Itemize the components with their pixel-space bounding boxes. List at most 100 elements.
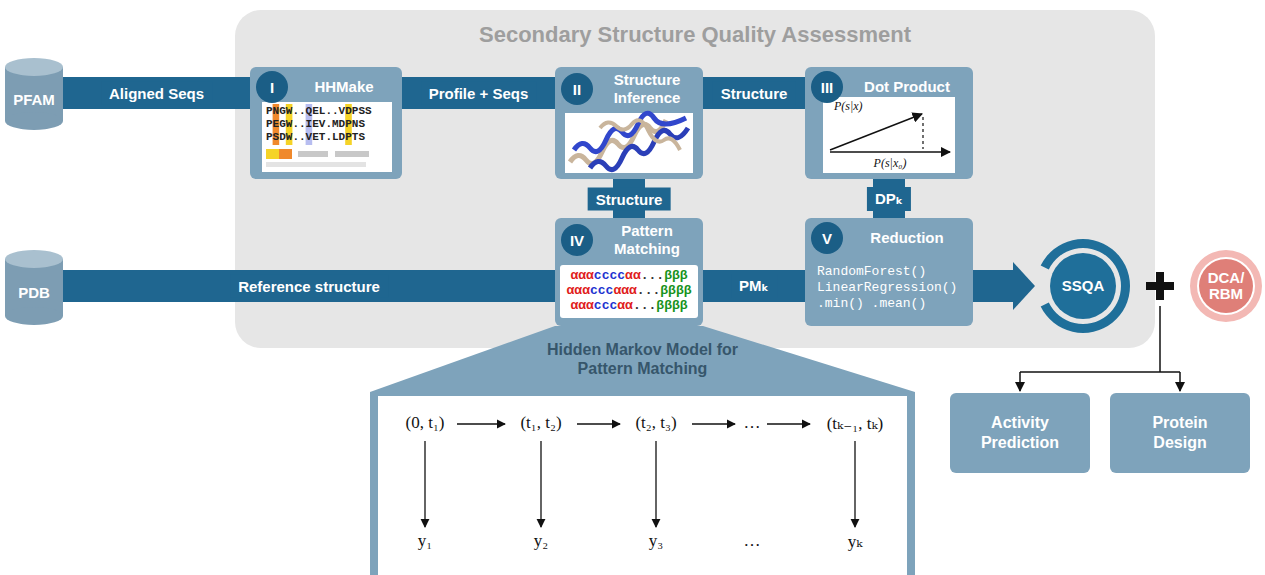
step-title: Structure Inference [593,71,697,107]
pattern-symbol: α [574,283,582,298]
hidden-state: (t₁, t₂) [520,413,561,433]
hmm-panel [378,396,907,575]
process-box: VReductionRandomForest() LinearRegressio… [805,218,973,326]
band [703,270,805,302]
pattern-symbol: α [578,268,586,283]
funnel [370,326,915,575]
band [973,270,1013,302]
transition-arrow [767,423,810,424]
pattern-symbol: c [609,268,617,283]
output-name: Activity Prediction [970,413,1070,453]
emission-arrow [424,441,425,527]
transition-arrow [577,423,620,424]
step-title: HHMake [288,71,396,103]
vector-arrow [830,114,922,150]
alignment-cell [298,151,328,157]
pattern-symbol: . [641,298,649,313]
pattern-symbol: c [606,283,614,298]
emission-arrow [540,441,541,527]
step-number: I [256,71,288,103]
pattern-symbol: α [578,298,586,313]
projection-line [922,117,923,149]
pattern-symbol: c [594,268,602,283]
vector-label: P(s|x) [834,99,863,114]
database-name: PFAM [13,91,55,108]
result-ring: SSQA [1035,238,1131,334]
pattern-symbol: α [613,283,621,298]
transition-arrow [692,423,735,424]
reduction-code: RandomForest() LinearRegression() .min()… [811,264,967,312]
alignment-cell [279,149,292,159]
alignment-row: PEGW..IEV.MDPNS [266,118,365,131]
box-header: IHHMake [256,71,396,103]
dot-product-picture [823,97,955,173]
hidden-state: (0, t₁) [406,413,445,433]
cylinder-top [5,250,63,268]
step-title: Dot Product [843,71,967,103]
alignment-cell [335,151,369,157]
pattern-symbol: c [594,298,602,313]
helix [590,128,688,170]
alignment-row: PNGW..QEL..VDPSS [266,105,372,118]
band-label: Structure [588,187,671,210]
pattern-symbol: . [645,283,653,298]
observation: yₖ [848,531,863,552]
pattern-symbol: α [586,268,594,283]
ring-centre [1050,253,1116,319]
helix [600,120,680,150]
band [63,77,250,109]
alignment-ground [262,102,392,172]
pattern-symbol: α [633,268,641,283]
database-cylinder: PDB [5,250,63,325]
pattern-symbol: α [629,283,637,298]
pattern-symbol: . [656,268,664,283]
output-box: Protein Design [1110,393,1250,473]
band-label: Reference structure [230,275,388,298]
observation: y₂ [534,531,548,551]
step-title: Reduction [843,222,967,254]
band [703,77,805,109]
band-label: Structure [713,82,796,105]
pattern-symbol: . [633,298,641,313]
vector-label: P(s|x₀) [874,156,907,171]
plus-bar [1156,272,1164,300]
ellipsis: … [744,531,761,551]
pattern-symbol: . [637,283,645,298]
pattern-symbol: α [586,298,594,313]
pattern-row: αααcccαα...ββββ [561,298,697,313]
ring [1190,250,1262,322]
pattern-symbol: α [570,268,578,283]
pattern-symbol: β [668,283,676,298]
step-number: IV [561,224,593,256]
alignment-picture [262,102,392,172]
alignment-cell [266,149,279,159]
cylinder-top [5,58,63,76]
box-header: IIStructure Inference [561,71,697,107]
panel-title: Secondary Structure Quality Assessment [235,10,1155,48]
combine-symbol [1020,272,1180,391]
pattern-symbol: β [680,268,688,283]
pattern-symbol: β [660,283,668,298]
output-arrow [1179,372,1181,391]
pattern-symbol: c [617,268,625,283]
output-wire [1020,371,1180,373]
observation: y₁ [418,531,432,551]
pattern-symbol: α [567,283,575,298]
pattern-symbol: c [609,298,617,313]
pattern-symbol: α [570,298,578,313]
pattern-symbol: α [625,298,633,313]
pattern-symbol: β [656,298,664,313]
pattern-symbol: α [625,268,633,283]
step-number: II [561,73,593,105]
pattern-symbol: . [652,283,660,298]
pattern-symbol: c [590,283,598,298]
pattern-symbol: β [672,268,680,283]
output-arrow [1019,372,1021,391]
pattern-symbol: β [664,298,672,313]
step-number: V [811,222,843,254]
pattern-symbol: α [582,283,590,298]
funnel-title: Hidden Markov Model for Pattern Matching [533,340,753,378]
band [63,270,555,302]
pattern-symbol: c [602,268,610,283]
hidden-state: (t₂, t₃) [635,413,676,433]
